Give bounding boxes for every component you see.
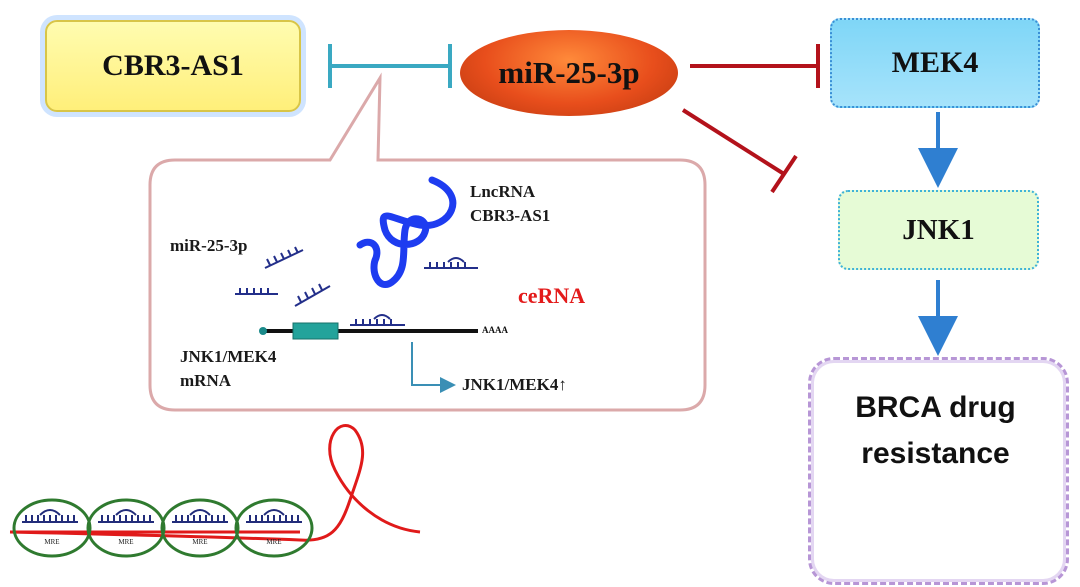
brca-label-line1: BRCA drug [855, 391, 1016, 424]
node-cbr3-label: CBR3-AS1 [102, 49, 244, 82]
mrna-strand [259, 322, 478, 340]
free-mirna-icons [235, 246, 331, 307]
mrna-label-line1: JNK1/MEK4 [180, 347, 277, 366]
brca-label: BRCA drug resistance [808, 385, 1063, 477]
node-mek4: MEK4 [830, 18, 1040, 108]
mre-label-2: MRE [118, 538, 133, 546]
mirna-on-lncrna-icon [424, 257, 478, 269]
mrna-label: JNK1/MEK4 mRNA [180, 345, 276, 393]
mre-label-4: MRE [266, 538, 281, 546]
node-mir-label: miR-25-3p [498, 55, 640, 90]
mrna-label-line2: mRNA [180, 371, 231, 390]
inset-callout [148, 72, 707, 412]
inhibition-cbr3-mir [328, 44, 452, 88]
node-jnk1: JNK1 [838, 190, 1039, 270]
lncrna-strand-icon [356, 176, 457, 288]
node-mir-25-3p: miR-25-3p [460, 30, 678, 116]
mre-label-1: MRE [44, 538, 59, 546]
inhibition-mir-mek4 [690, 44, 820, 88]
brca-label-line2: resistance [861, 437, 1010, 470]
lncrna-label-line2: CBR3-AS1 [470, 206, 551, 225]
node-jnk1-label: JNK1 [902, 213, 975, 246]
node-brca-drug-resistance [808, 357, 1069, 585]
node-cbr3-as1: CBR3-AS1 [45, 20, 301, 112]
inhibition-mir-jnk1 [681, 108, 798, 194]
mirna-label: miR-25-3p [170, 236, 248, 255]
mre-label-3: MRE [192, 538, 207, 546]
cerna-label: ceRNA [518, 283, 586, 308]
output-label: JNK1/MEK4↑ [462, 375, 567, 394]
mirna-on-mrna-icon [350, 314, 405, 326]
lncrna-label-line1: LncRNA [470, 182, 536, 201]
node-mek4-label: MEK4 [891, 46, 979, 79]
mre-sponge-illustration [9, 424, 421, 558]
lncrna-label: LncRNA CBR3-AS1 [470, 180, 550, 228]
polya-tail-label: AAAA [482, 325, 508, 335]
arrow-output [411, 342, 456, 393]
